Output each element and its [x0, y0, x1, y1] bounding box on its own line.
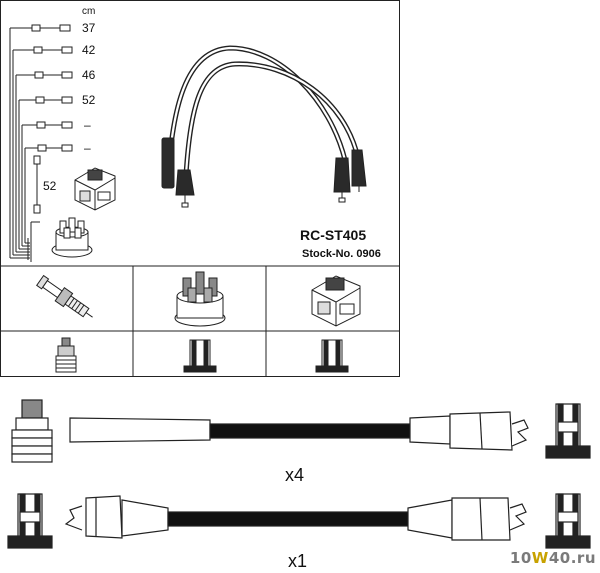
- length-coil-lead: 52: [43, 179, 57, 193]
- stock-number: Stock-No. 0906: [302, 248, 381, 260]
- ignition-coil-icon: [74, 167, 116, 211]
- length-row-3: 46: [82, 68, 96, 82]
- length-row-2: 42: [82, 43, 96, 57]
- ignition-coil-large-icon: [311, 275, 361, 327]
- coil-lead-drawing: [7, 493, 591, 549]
- cable-set-drawing: [165, 45, 361, 181]
- length-row-1: 37: [82, 21, 96, 35]
- length-unit: cm: [82, 6, 95, 17]
- coil-terminal-icon: [315, 339, 349, 373]
- length-row-6: –: [84, 141, 91, 155]
- distributor-cap-icon: [51, 217, 93, 258]
- watermark-logo: 10W40.ru: [509, 549, 596, 567]
- qty-coil-lead: x1: [288, 551, 307, 571]
- length-legend: [9, 24, 73, 262]
- spark-plug-icon: [36, 274, 93, 318]
- spark-plug-lead-drawing: [11, 399, 591, 463]
- length-row-5: –: [84, 118, 91, 132]
- product-code: RC-ST405: [300, 227, 366, 243]
- cap-terminal-icon: [183, 339, 217, 373]
- qty-spark-plug-leads: x4: [285, 465, 304, 485]
- diagram-frame: [0, 0, 400, 377]
- plug-terminal-icon: [55, 337, 77, 373]
- distributor-cap-large-icon: [174, 271, 226, 327]
- length-row-4: 52: [82, 93, 96, 107]
- cable-boots: [161, 137, 367, 208]
